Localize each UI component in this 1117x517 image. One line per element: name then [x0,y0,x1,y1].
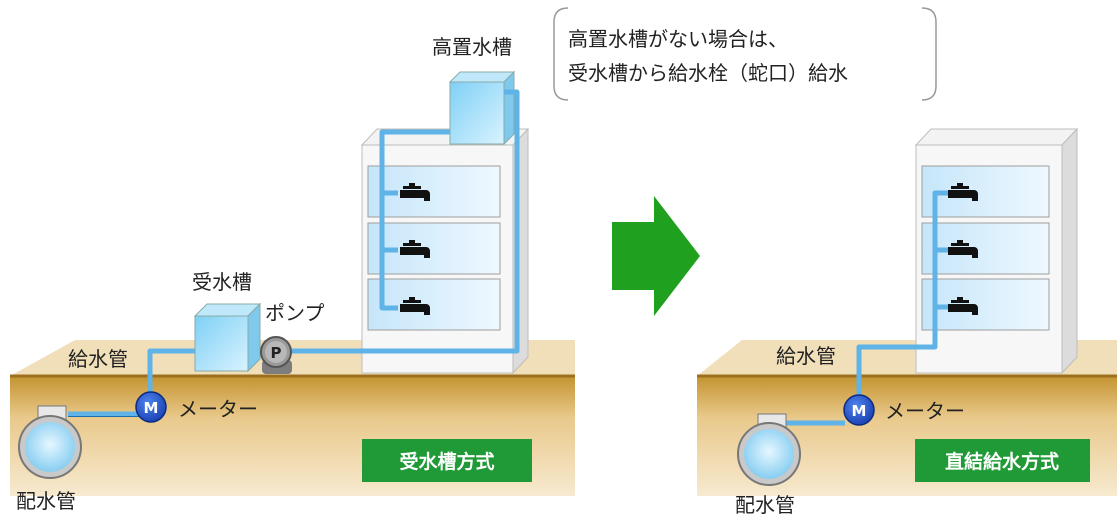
receiving-tank-label: 受水槽 [192,270,252,294]
high-tank [448,70,516,146]
method-label: 直結給水方式 [945,450,1059,473]
meter-label: メーター [178,397,258,421]
callout-box: 高置水槽がない場合は、 受水槽から給水栓（蛇口）給水 [553,7,937,101]
pump-symbol: P [271,344,282,362]
meter-symbol: M [144,399,159,417]
receiving-tank [193,302,262,373]
pump-label: ポンプ [265,301,324,325]
meter-symbol: M [852,402,867,420]
main-pipe-label: 配水管 [735,493,795,517]
supply-pipe-label: 給水管 [68,347,128,371]
main-pipe-label: 配水管 [16,489,76,513]
pump: P [260,336,292,374]
meter-left: M [135,391,167,423]
method-badge-right: 直結給水方式 [915,439,1090,482]
meter-right: M [843,394,875,426]
high-tank-label: 高置水槽 [432,35,512,59]
meter-label: メーター [885,399,965,423]
arrow-right-icon [612,196,700,316]
main-pipe-left [18,405,82,479]
building-right [914,127,1079,375]
supply-pipe-label: 給水管 [776,344,836,368]
method-badge-left: 受水槽方式 [362,439,532,482]
main-pipe-right [737,413,801,486]
supply-pipe-right [786,190,948,426]
callout-line2: 受水槽から給水栓（蛇口）給水 [568,61,848,85]
callout-line1: 高置水槽がない場合は、 [568,27,788,51]
method-label: 受水槽方式 [399,450,494,473]
building-left [360,127,530,375]
